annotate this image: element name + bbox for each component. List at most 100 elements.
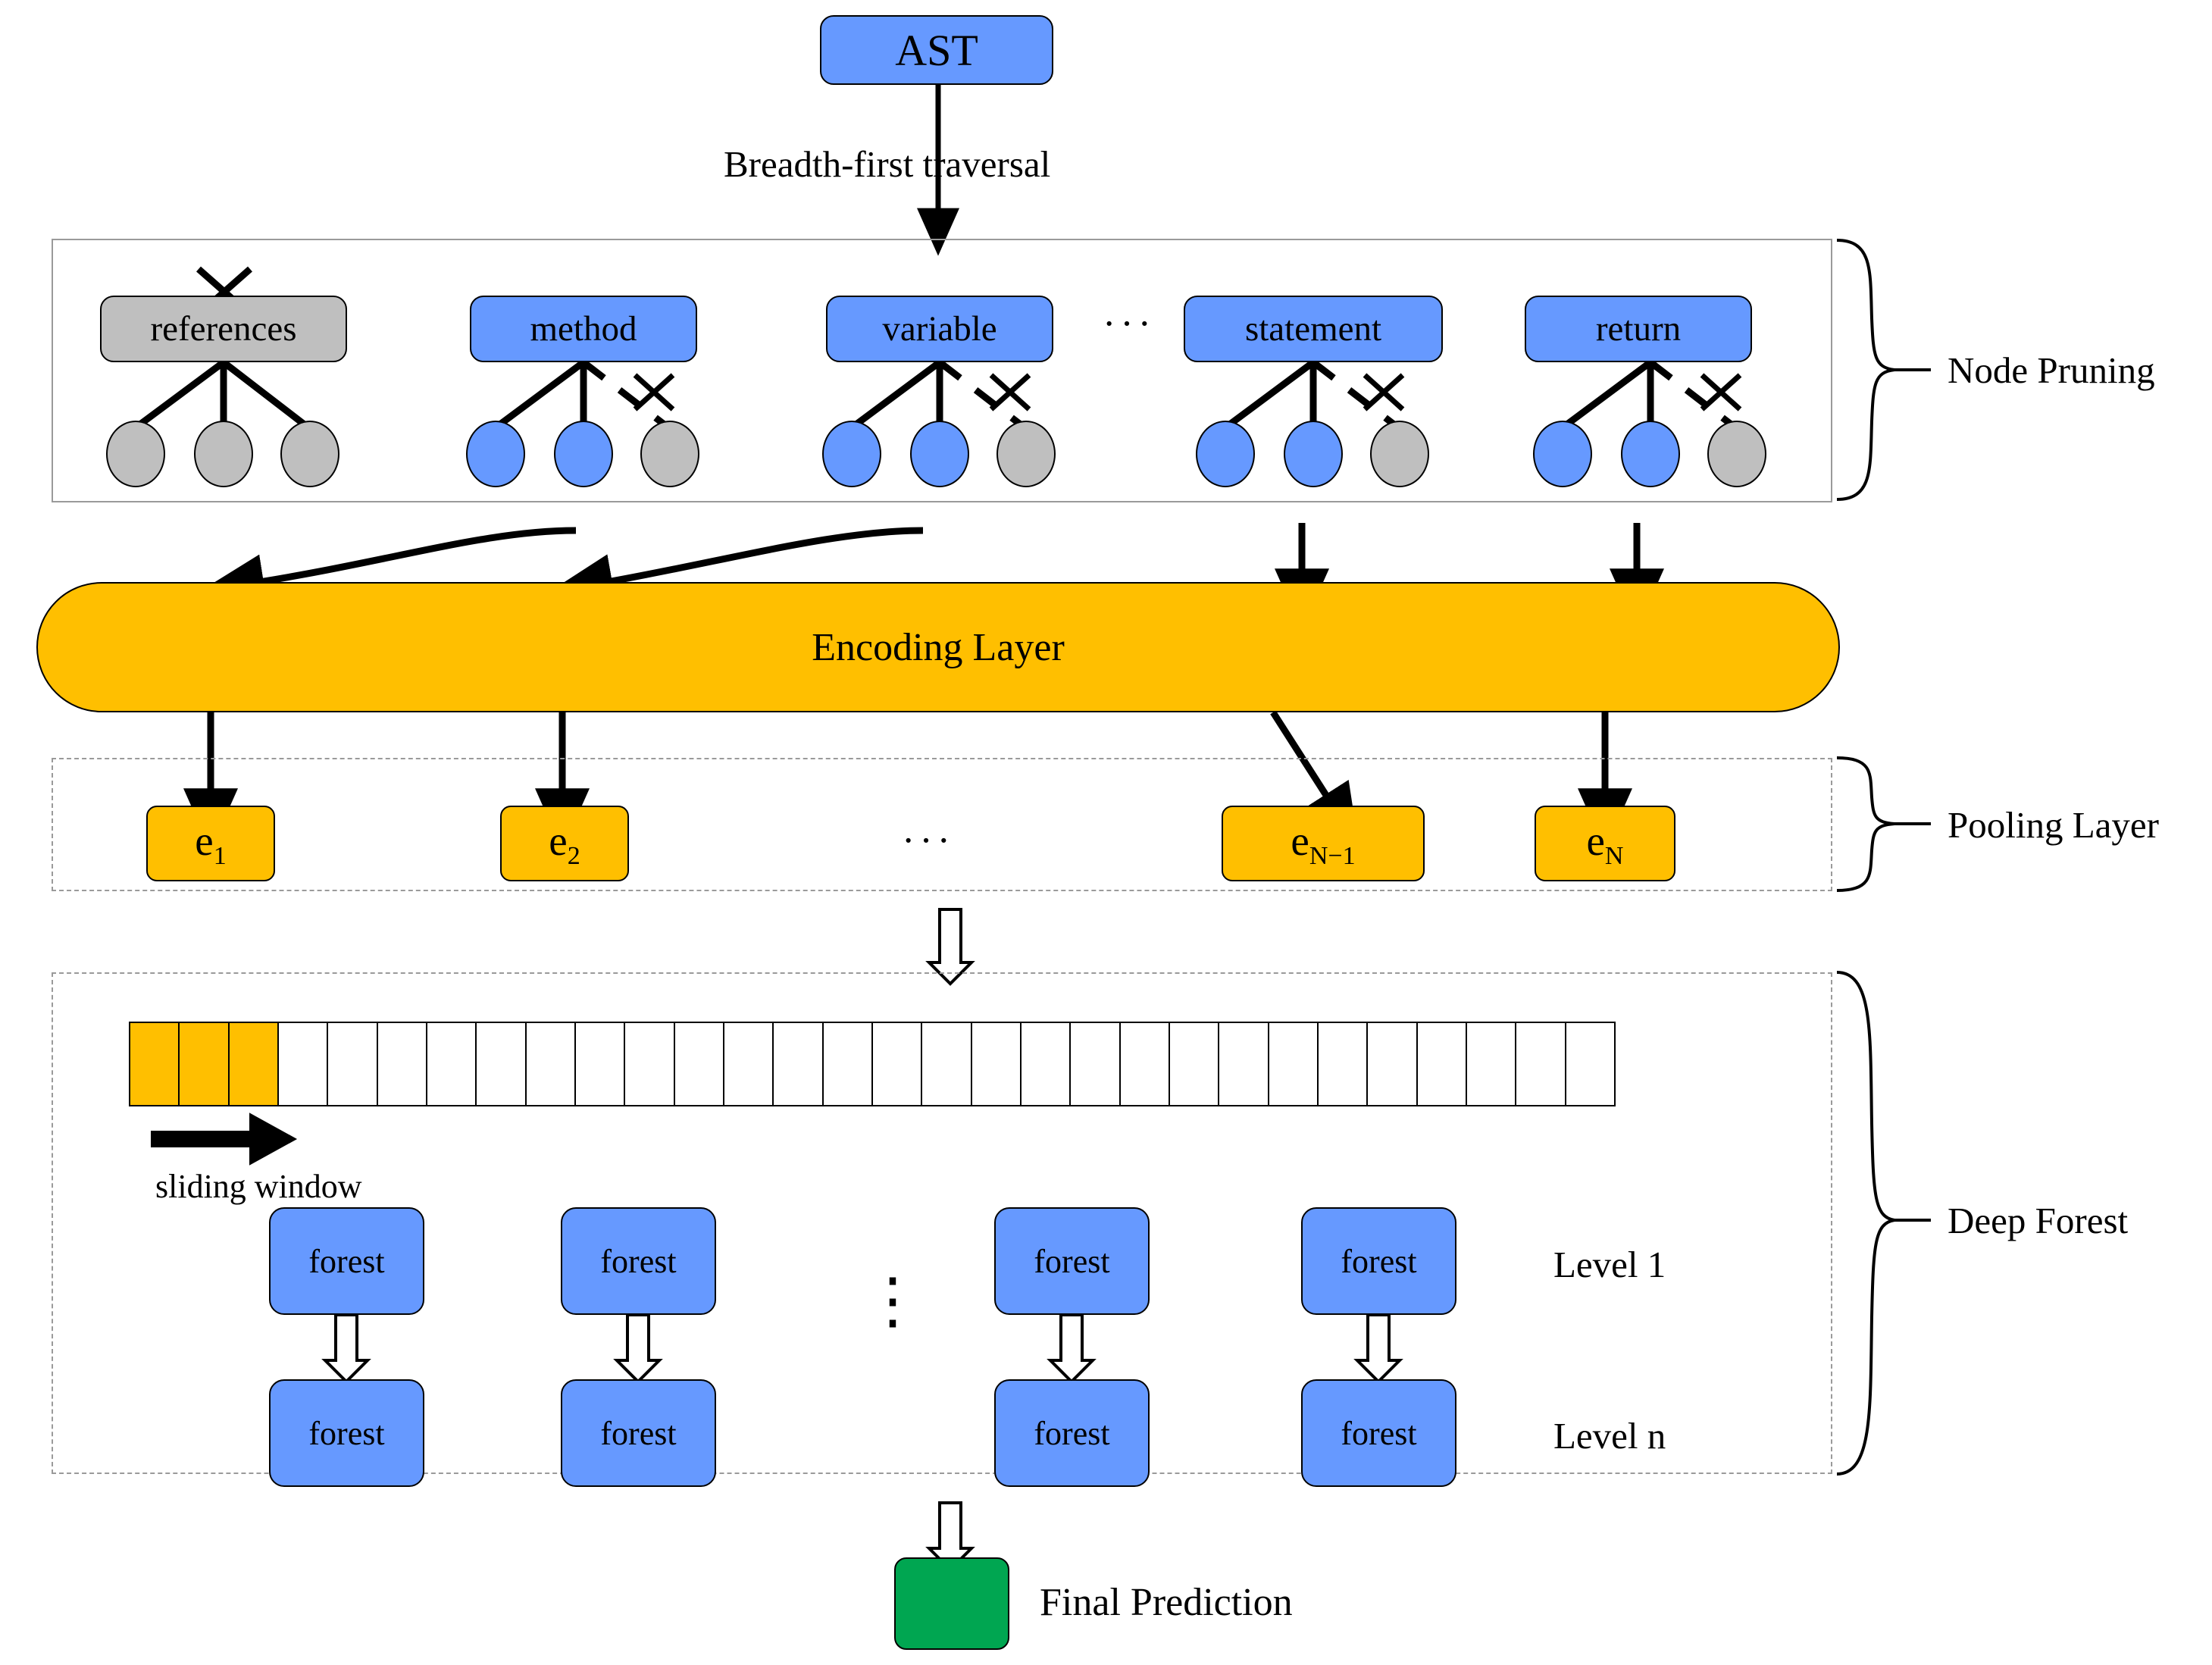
ast-node[interactable]: AST	[820, 15, 1053, 85]
feature-cell[interactable]	[279, 1023, 329, 1105]
feature-cell[interactable]	[1467, 1023, 1517, 1105]
leaf-statement-3-pruned	[1370, 421, 1429, 487]
embedding-e2-base: e	[549, 817, 568, 864]
feature-cell[interactable]	[576, 1023, 626, 1105]
feature-cell[interactable]	[427, 1023, 477, 1105]
leaf-variable-2	[910, 421, 969, 487]
forest-ln-c3-label: forest	[1034, 1414, 1110, 1452]
forest-l1-c4[interactable]: forest	[1301, 1207, 1456, 1315]
leaf-return-3-pruned	[1707, 421, 1766, 487]
node-return-label: return	[1595, 309, 1682, 349]
node-variable-label: variable	[882, 309, 997, 349]
feature-cell[interactable]	[922, 1023, 972, 1105]
level-n-label: Level n	[1553, 1415, 1666, 1457]
pooling-layer-container	[52, 758, 1832, 891]
feature-cell[interactable]	[1121, 1023, 1170, 1105]
level-1-label: Level 1	[1553, 1244, 1666, 1285]
feature-cell[interactable]	[675, 1023, 724, 1105]
feature-cell[interactable]	[1516, 1023, 1566, 1105]
stage-label-deep-forest: Deep Forest	[1948, 1200, 2129, 1241]
leaf-variable-3-pruned	[996, 421, 1056, 487]
feature-cell[interactable]	[328, 1023, 378, 1105]
pooling-ellipsis: ···	[902, 819, 955, 862]
feature-cell[interactable]	[824, 1023, 873, 1105]
encoding-layer[interactable]: Encoding Layer	[36, 582, 1840, 712]
final-prediction-box[interactable]	[894, 1557, 1009, 1650]
feature-cell[interactable]	[477, 1023, 527, 1105]
embedding-eN-base: e	[1586, 817, 1605, 864]
embedding-eN-sub: N	[1604, 841, 1624, 870]
encoding-layer-label: Encoding Layer	[812, 625, 1065, 669]
forest-ln-c4[interactable]: forest	[1301, 1379, 1456, 1487]
node-method-label: method	[530, 309, 637, 349]
forest-l1-c3[interactable]: forest	[994, 1207, 1150, 1315]
forest-ln-c2[interactable]: forest	[561, 1379, 716, 1487]
feature-cell[interactable]	[873, 1023, 923, 1105]
node-references[interactable]: references	[100, 296, 347, 362]
forest-l1-c1[interactable]: forest	[269, 1207, 424, 1315]
feature-cell[interactable]	[180, 1023, 230, 1105]
feature-cell[interactable]	[1071, 1023, 1121, 1105]
feature-cell[interactable]	[774, 1023, 824, 1105]
forest-ln-c2-label: forest	[600, 1414, 677, 1452]
leaf-return-2	[1621, 421, 1680, 487]
embedding-eN-1[interactable]: eN−1	[1222, 806, 1425, 881]
feature-cell[interactable]	[527, 1023, 576, 1105]
deep-forest-vertical-dots: ⋮	[862, 1266, 924, 1335]
embedding-e2-sub: 2	[567, 841, 580, 870]
sliding-window-label: sliding window	[155, 1168, 362, 1205]
node-pruning-ellipsis: ···	[1103, 302, 1156, 346]
ast-node-label: AST	[895, 25, 978, 75]
embedding-e1[interactable]: e1	[146, 806, 275, 881]
stage-label-pooling-layer: Pooling Layer	[1948, 804, 2159, 846]
leaf-method-1	[466, 421, 525, 487]
feature-cell[interactable]	[229, 1023, 279, 1105]
node-variable[interactable]: variable	[826, 296, 1053, 362]
leaf-variable-1	[822, 421, 881, 487]
node-statement-label: statement	[1244, 309, 1382, 349]
leaf-references-3	[280, 421, 339, 487]
traversal-label: Breadth-first traversal	[724, 143, 1051, 185]
node-pruning-container	[52, 239, 1832, 502]
forest-ln-c3[interactable]: forest	[994, 1379, 1150, 1487]
embedding-e1-base: e	[195, 817, 214, 864]
leaf-statement-2	[1284, 421, 1343, 487]
node-statement[interactable]: statement	[1184, 296, 1443, 362]
leaf-references-1	[106, 421, 165, 487]
feature-cell[interactable]	[130, 1023, 180, 1105]
leaf-return-1	[1533, 421, 1592, 487]
final-prediction-label: Final Prediction	[1040, 1581, 1293, 1624]
feature-cell[interactable]	[378, 1023, 427, 1105]
feature-cell[interactable]	[972, 1023, 1022, 1105]
forest-ln-c4-label: forest	[1341, 1414, 1417, 1452]
feature-cell[interactable]	[1368, 1023, 1418, 1105]
leaf-method-2	[554, 421, 613, 487]
forest-l1-c2[interactable]: forest	[561, 1207, 716, 1315]
forest-l1-c4-label: forest	[1341, 1242, 1417, 1280]
feature-cell[interactable]	[1319, 1023, 1369, 1105]
feature-strip[interactable]	[129, 1022, 1616, 1106]
leaf-statement-1	[1196, 421, 1255, 487]
leaf-references-2	[194, 421, 253, 487]
forest-ln-c1[interactable]: forest	[269, 1379, 424, 1487]
feature-cell[interactable]	[724, 1023, 774, 1105]
feature-cell[interactable]	[1418, 1023, 1467, 1105]
feature-cell[interactable]	[1269, 1023, 1319, 1105]
stage-label-node-pruning: Node Pruning	[1948, 349, 2155, 391]
embedding-e1-sub: 1	[213, 841, 227, 870]
node-references-label: references	[150, 309, 297, 349]
node-method[interactable]: method	[470, 296, 697, 362]
forest-l1-c3-label: forest	[1034, 1242, 1110, 1280]
forest-l1-c1-label: forest	[308, 1242, 385, 1280]
embedding-e2[interactable]: e2	[500, 806, 629, 881]
feature-cell[interactable]	[1219, 1023, 1269, 1105]
embedding-eN-1-base: e	[1291, 817, 1309, 864]
feature-cell[interactable]	[1022, 1023, 1072, 1105]
feature-cell[interactable]	[1170, 1023, 1220, 1105]
feature-cell[interactable]	[625, 1023, 675, 1105]
embedding-eN-1-sub: N−1	[1309, 841, 1356, 870]
node-return[interactable]: return	[1525, 296, 1752, 362]
embedding-eN[interactable]: eN	[1535, 806, 1675, 881]
feature-cell[interactable]	[1566, 1023, 1614, 1105]
